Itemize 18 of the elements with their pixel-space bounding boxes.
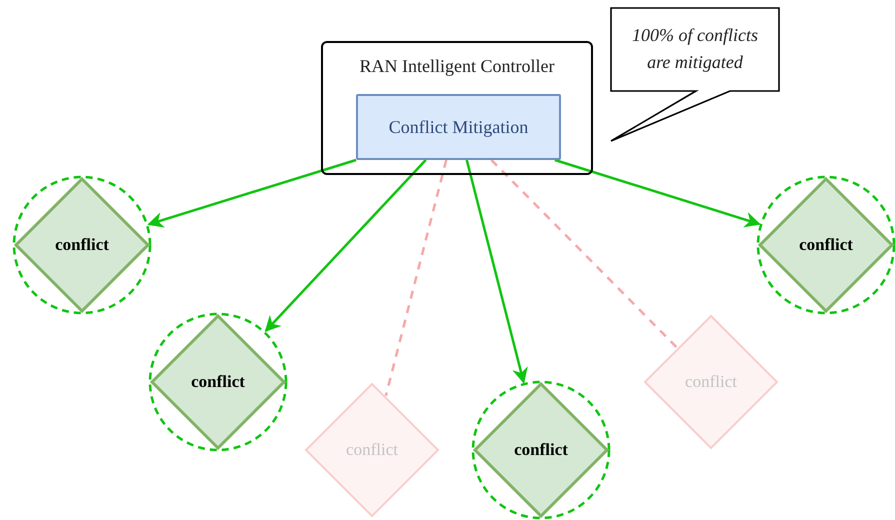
dashed-line [384,160,448,396]
box-heading: RAN Intelligent Controller [358,56,556,77]
diamond-label: conflict [685,372,737,392]
diamond-label: conflict [346,440,398,460]
diamond-label: conflict [55,235,109,255]
arrow [466,160,528,384]
dashed-line [490,159,678,349]
conflict-diamond [643,314,779,450]
controller-box [321,41,593,175]
diamond-label: conflict [799,235,853,255]
arrow [147,158,356,228]
arrow [264,159,427,332]
callout-text: 100% of conflicts are mitigated [631,24,759,74]
diamond-label: conflict [191,372,245,392]
diamond-label: conflict [514,440,568,460]
module-box: Conflict Mitigation [356,94,561,160]
conflict-diamond [304,382,440,518]
arrow [554,158,761,228]
